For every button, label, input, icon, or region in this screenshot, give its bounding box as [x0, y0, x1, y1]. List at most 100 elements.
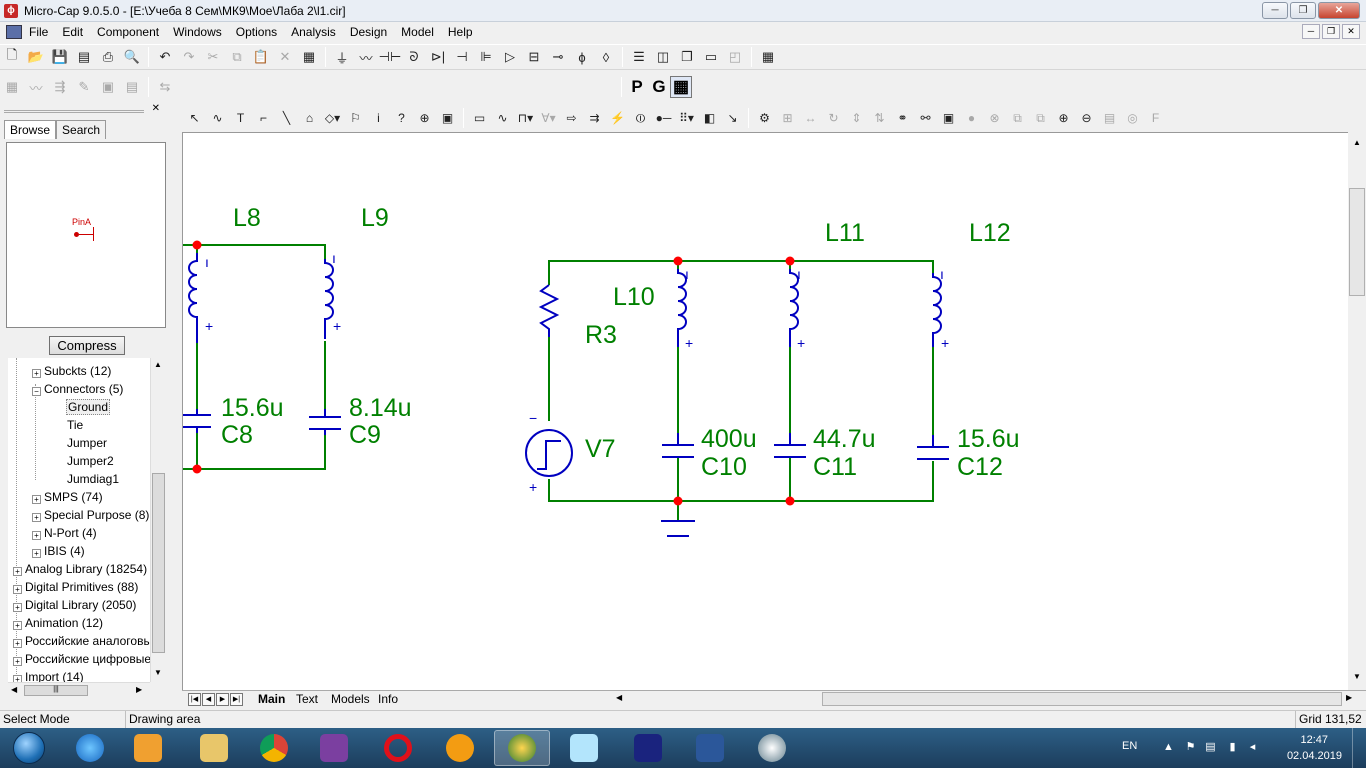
help-query-icon[interactable]: ? [398, 111, 405, 125]
save-icon[interactable]: 💾 [51, 49, 69, 64]
point-to-end-icon[interactable]: ⊕ [419, 111, 430, 125]
diagonal-wire-icon[interactable]: ╲ [282, 111, 291, 125]
new-file-icon[interactable]: 🗋 [6, 47, 18, 62]
font-icon[interactable]: F [1151, 111, 1160, 125]
panel-close-icon[interactable]: ✕ [151, 103, 160, 114]
sine-source-component-icon[interactable]: ◊ [602, 49, 610, 65]
taskbar-opera[interactable] [370, 730, 426, 766]
component-edit-icon[interactable]: ⚙ [759, 111, 770, 125]
tree-item-jumdiag1[interactable]: Jumdiag1 [67, 472, 120, 486]
find-next-icon[interactable]: ⚯ [920, 111, 931, 125]
transistor-component-icon[interactable]: ⊫ [480, 49, 492, 64]
tree-item-analog-library[interactable]: +Analog Library (18254) [13, 560, 147, 578]
power-icon[interactable]: ⚡ [610, 111, 625, 125]
next-sheet-icon[interactable]: ▶ [216, 693, 229, 706]
delete-icon[interactable]: ✕ [279, 49, 291, 64]
taskbar-notepad[interactable] [556, 730, 612, 766]
tree-scroll-thumb[interactable] [152, 473, 165, 653]
tray-flag-icon[interactable]: ⚑ [1185, 741, 1196, 753]
opamp-component-icon[interactable]: ▷ [505, 49, 515, 64]
print-preview-icon[interactable]: 🔍 [123, 49, 141, 64]
grid-icon[interactable]: ▦ [5, 79, 19, 94]
taskbar-word[interactable] [682, 730, 738, 766]
target-icon[interactable]: ◎ [1127, 111, 1138, 125]
battery-component-icon[interactable]: ⊟ [528, 49, 540, 64]
taskbar-micro-cap[interactable] [494, 730, 550, 766]
attribute-text-icon[interactable]: ∀▾ [541, 111, 556, 125]
camera-icon[interactable]: ▤ [1103, 111, 1116, 125]
window-icon[interactable]: ▭ [704, 49, 718, 64]
rotate-icon[interactable]: ↻ [828, 111, 839, 125]
sheet-tab-info[interactable]: Info [378, 692, 399, 706]
scroll-left-icon[interactable]: ◀ [11, 685, 18, 694]
push-icon[interactable]: ⧉ [1013, 110, 1022, 125]
clock-time[interactable]: 12:47 [1300, 734, 1328, 746]
prev-sheet-icon[interactable]: ◀ [202, 693, 215, 706]
on-off-icon[interactable]: ⏼ [635, 110, 646, 125]
taskbar-media-player[interactable] [120, 730, 176, 766]
shapes-icon[interactable]: ◇▾ [324, 111, 341, 125]
tray-signal-icon[interactable]: ▮ [1229, 741, 1236, 753]
schematic-canvas[interactable]: ı + ı + ı + ı + ı + − + L8 L9 15.6u C8 8… [183, 133, 1348, 690]
error-icon[interactable]: ● [967, 111, 976, 125]
resistor-component-icon[interactable]: 〰 [359, 50, 373, 66]
paste-icon[interactable]: 📋 [252, 49, 270, 64]
tray-device-icon[interactable]: ▤ [1205, 741, 1216, 753]
taskbar-network-tool[interactable] [744, 730, 800, 766]
menu-model[interactable]: Model [401, 25, 434, 39]
undo-icon[interactable]: ↶ [159, 49, 171, 64]
capacitor-component-icon[interactable]: ⊣⊢ [378, 49, 402, 64]
micro-cap-app-icon[interactable]: ϕ [4, 3, 18, 18]
taskbar-aimp[interactable] [432, 730, 488, 766]
tab-browse[interactable]: Browse [4, 120, 57, 139]
menu-component[interactable]: Component [97, 25, 160, 39]
zener-component-icon[interactable]: ⊣ [456, 49, 468, 64]
drawing-horizontal-scrollbar[interactable]: ◀ ▶ [616, 692, 1352, 707]
taskbar-file-explorer[interactable] [186, 730, 242, 766]
menu-windows[interactable]: Windows [173, 25, 222, 39]
language-indicator[interactable]: EN [1122, 740, 1138, 752]
menu-design[interactable]: Design [349, 25, 388, 39]
show-desktop-button[interactable] [1352, 728, 1366, 768]
bus-icon[interactable]: ⌂ [305, 111, 314, 125]
mdi-minimize-button[interactable]: ─ [1302, 24, 1320, 39]
minimize-button[interactable]: ─ [1262, 2, 1288, 19]
mdi-restore-button[interactable]: ❐ [1322, 24, 1340, 39]
tree-item-subckts[interactable]: +Subckts (12) [32, 362, 111, 380]
menu-edit[interactable]: Edit [62, 25, 84, 39]
tile-horizontal-icon[interactable]: ☰ [633, 49, 645, 64]
tile-vertical-icon[interactable]: ◫ [656, 49, 670, 64]
tree-item-tie[interactable]: Tie [67, 418, 84, 432]
compress-button[interactable]: Compress [49, 336, 125, 355]
menu-options[interactable]: Options [235, 25, 278, 39]
tree-item-ibis[interactable]: +IBIS (4) [32, 542, 85, 560]
select-arrow-icon[interactable]: ↖ [189, 111, 200, 125]
scroll-down-icon[interactable]: ▼ [1353, 672, 1361, 681]
print-icon[interactable]: ⎙ [102, 49, 114, 64]
first-sheet-icon[interactable]: |◀ [188, 693, 201, 706]
layout-window-icon[interactable]: ▦ [670, 76, 692, 98]
tree-item-connectors[interactable]: −Connectors (5) [32, 380, 123, 398]
swap-icon[interactable]: ⇆ [159, 79, 171, 94]
info-icon[interactable]: i [377, 111, 380, 125]
current-source-component-icon[interactable]: ϕ [578, 49, 586, 65]
wave-icon[interactable]: 〰 [29, 80, 43, 96]
tree-item-ground[interactable]: Ground [66, 399, 111, 415]
tree-item-russian-analog[interactable]: +Российские аналоговые [13, 632, 150, 650]
pop-icon[interactable]: ⧉ [1036, 110, 1045, 125]
clock-date[interactable]: 02.04.2019 [1286, 750, 1342, 762]
tree-horizontal-scrollbar[interactable]: ◀ ||| ▶ [8, 682, 150, 698]
taskbar-chrome[interactable] [246, 730, 302, 766]
taskbar-inkscape[interactable] [306, 730, 362, 766]
tree-item-animation[interactable]: +Animation (12) [13, 614, 103, 632]
diode-component-icon[interactable]: ⊳| [430, 49, 446, 64]
image-icon[interactable]: ▣ [101, 79, 115, 94]
save-all-icon[interactable]: ▤ [77, 49, 91, 64]
wire-icon[interactable]: ∿ [212, 111, 223, 125]
voltage-source-component-icon[interactable]: ⊸ [552, 49, 564, 64]
node-numbers-icon[interactable]: ∿ [497, 111, 508, 125]
tree-hscroll-thumb[interactable]: ||| [24, 685, 88, 696]
close-button[interactable]: ✕ [1318, 2, 1360, 19]
sheet-tab-main[interactable]: Main [258, 692, 286, 706]
split-window-icon[interactable]: ◰ [728, 49, 742, 64]
